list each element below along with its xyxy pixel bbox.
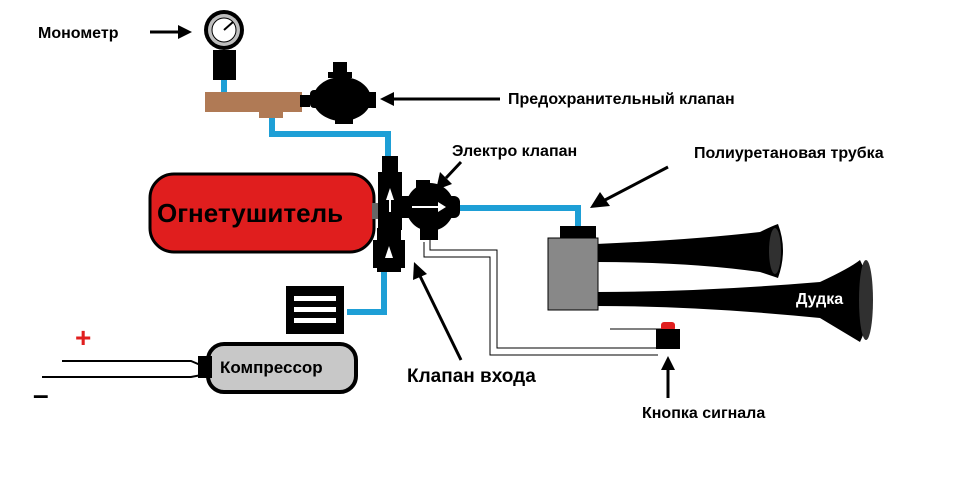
brass-fitting [205, 92, 310, 118]
tube-compressor-to-inlet [347, 270, 387, 315]
wire-inner [423, 242, 658, 356]
safety-valve-icon [310, 62, 376, 124]
check-valve-icon [373, 228, 405, 272]
safety-valve-label: Предохранительный клапан [508, 91, 735, 108]
signal-button-label: Кнопка сигнала [642, 405, 765, 422]
horn-solenoid-body [547, 226, 599, 311]
tube-valve-to-horn [458, 205, 581, 226]
extinguisher-label: Огнетушитель [157, 198, 343, 228]
pu-tube-label: Полиуретановая трубка [694, 145, 884, 162]
power-leads [42, 360, 213, 378]
wire-outer [429, 240, 658, 349]
minus-sign: – [33, 379, 49, 410]
tube-fitting-to-tee [269, 116, 391, 158]
negative-lead [42, 372, 213, 378]
callout-arrows [150, 25, 675, 398]
horn-label: Дудка [796, 291, 843, 308]
compressor-label: Компрессор [220, 358, 323, 377]
plus-sign: + [75, 322, 91, 353]
positive-lead [62, 360, 213, 371]
solenoid-valve-icon [398, 180, 460, 240]
manometer-label: Монометр [38, 25, 119, 42]
air-compressor-icon [198, 286, 358, 394]
pressure-gauge-icon [204, 10, 244, 80]
tee-fitting [378, 156, 402, 230]
inlet-valve-label: Клапан входа [407, 366, 536, 387]
electro-valve-label: Электро клапан [452, 143, 577, 160]
air-horn-icon [596, 224, 873, 342]
push-button-icon[interactable] [656, 322, 680, 349]
